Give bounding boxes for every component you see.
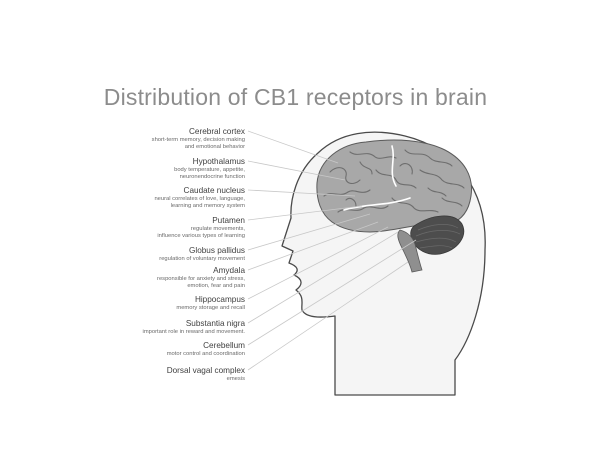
brain-icon (316, 139, 473, 233)
label-desc: body temperature, appetite, (174, 167, 245, 173)
label-substantia-nigra: Substantia nigra important role in rewar… (0, 319, 245, 336)
label-name: Amydala (213, 266, 245, 275)
label-desc: and emotional behavior (184, 144, 245, 150)
label-cerebellum: Cerebellum motor control and coordinatio… (0, 341, 245, 358)
label-dorsal-vagal-complex: Dorsal vagal complex emesis (0, 366, 245, 383)
label-amydala: Amydala responsible for anxiety and stre… (0, 266, 245, 290)
brainstem-icon (397, 229, 423, 273)
label-name: Globus pallidus (189, 246, 245, 255)
label-desc: neuronendocrine function (179, 174, 245, 180)
label-desc: learning and memory system (170, 203, 245, 209)
label-desc: important role in reward and movement. (142, 329, 245, 335)
label-desc: short-term memory, decision making (151, 137, 245, 143)
label-name: Hypothalamus (192, 157, 245, 166)
label-caudate-nucleus: Caudate nucleus neural correlates of lov… (0, 186, 245, 210)
leader-lines (247, 130, 417, 371)
label-name: Hippocampus (194, 295, 245, 304)
label-name: Substantia nigra (185, 319, 245, 328)
label-desc: responsible for anxiety and stress, (157, 276, 245, 282)
label-hypothalamus: Hypothalamus body temperature, appetite,… (0, 157, 245, 181)
label-desc: motor control and coordination (166, 351, 245, 357)
label-name: Dorsal vagal complex (166, 366, 245, 375)
label-cerebral-cortex: Cerebral cortex short-term memory, decis… (0, 127, 245, 151)
label-desc: regulate movements, (190, 226, 245, 232)
label-desc: emesis (226, 376, 245, 382)
label-name: Cerebellum (203, 341, 245, 350)
region-labels: Cerebral cortex short-term memory, decis… (0, 0, 245, 472)
label-globus-pallidus: Globus pallidus regulation of voluntary … (0, 246, 245, 263)
label-desc: emotion, fear and pain (187, 283, 245, 289)
label-name: Cerebral cortex (189, 127, 245, 136)
label-putamen: Putamen regulate movements, influence va… (0, 216, 245, 240)
label-hippocampus: Hippocampus memory storage and recall (0, 295, 245, 312)
label-name: Caudate nucleus (183, 186, 245, 195)
diagram-title: Distribution of CB1 receptors in brain (103, 84, 488, 110)
cerebellum-icon (410, 215, 465, 255)
label-desc: neural correlates of love, language, (154, 196, 245, 202)
label-name: Putamen (212, 216, 245, 225)
label-desc: regulation of voluntary movement (159, 256, 245, 262)
label-desc: memory storage and recall (176, 305, 245, 311)
label-desc: influence various types of learning (157, 233, 245, 239)
